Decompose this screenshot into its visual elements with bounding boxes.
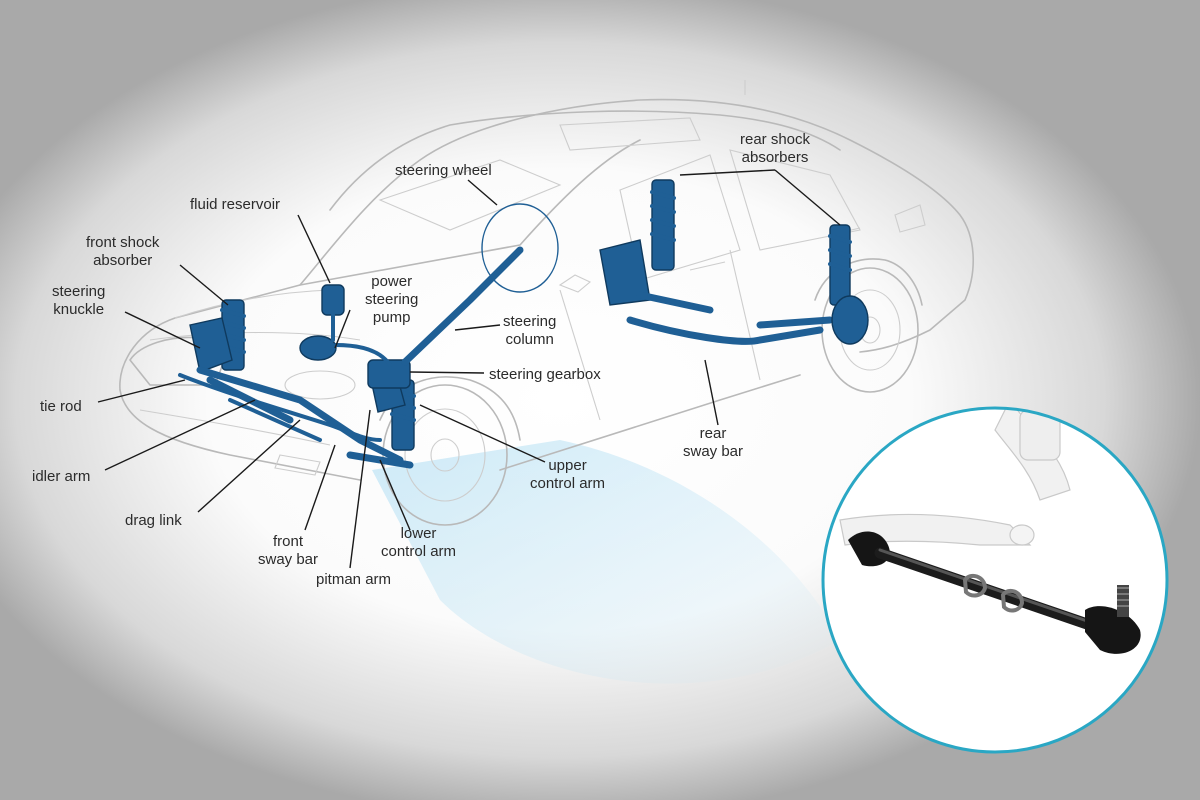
label-fluid-reservoir: fluid reservoir xyxy=(190,196,281,213)
label-tie-rod: tie rod xyxy=(40,398,82,415)
label-rear-shock-absorbers: rear shock absorbers xyxy=(740,131,811,166)
steering-knuckle-shape xyxy=(189,317,233,373)
fluid-reservoir-shape xyxy=(321,284,345,316)
label-front-sway-bar: front sway bar xyxy=(258,533,319,568)
label-steering-wheel: steering wheel xyxy=(395,162,492,179)
steering-column-shape xyxy=(401,246,524,366)
rear-suspension xyxy=(599,179,869,345)
tie-rod-inset xyxy=(821,406,1169,754)
inset-ring xyxy=(821,406,1169,754)
tie-rod-icon xyxy=(848,531,1141,654)
label-steering-column: steering column xyxy=(503,313,557,348)
label-pitman-arm: pitman arm xyxy=(316,571,392,588)
steering-gearbox-shape xyxy=(367,359,411,389)
label-front-shock-absorber: front shock absorber xyxy=(86,234,160,269)
label-steering-knuckle: steering knuckle xyxy=(52,283,106,318)
label-upper-control-arm: upper control arm xyxy=(530,457,606,492)
steering-wheel-shape xyxy=(481,203,559,293)
power-steering-pump-shape xyxy=(299,335,337,361)
label-lower-control-arm: lower control arm xyxy=(381,525,457,560)
label-rear-sway-bar: rear sway bar xyxy=(683,425,744,460)
highlight-beam xyxy=(372,440,840,684)
label-steering-gearbox: steering gearbox xyxy=(489,366,601,383)
label-drag-link: drag link xyxy=(125,512,182,529)
leader-lines xyxy=(97,169,841,569)
label-power-steering-pump: power steering pump xyxy=(365,273,419,326)
label-idler-arm: idler arm xyxy=(32,468,91,485)
